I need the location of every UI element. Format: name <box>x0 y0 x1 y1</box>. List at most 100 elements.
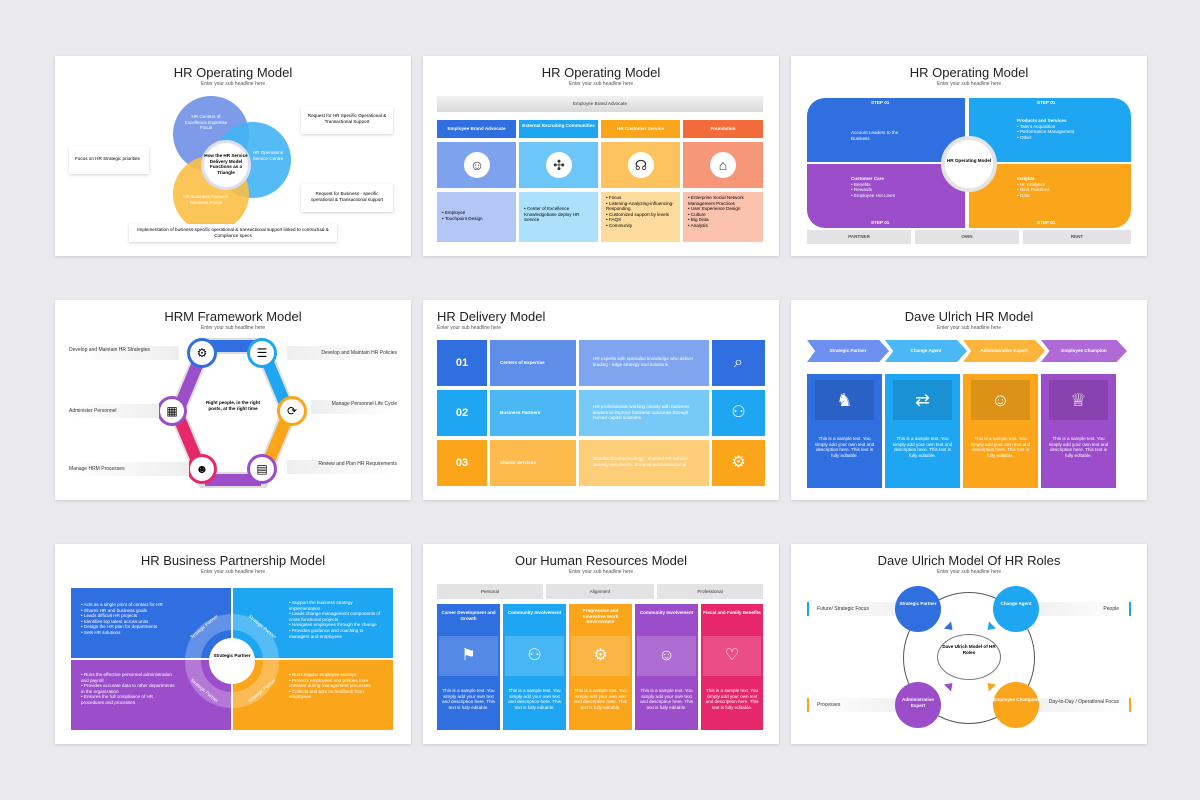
slide-title: Our Human Resources Model <box>515 553 687 568</box>
slide-subtitle: Enter your sub headline here <box>568 81 634 87</box>
col3-header: HR Customer Service <box>601 120 680 138</box>
row-3: 03 Shared Services Standardized/technolo… <box>437 440 765 486</box>
row-3-label: Shared Services <box>490 440 576 486</box>
step-label-bl: STEP 01 <box>871 220 890 225</box>
node-policy-icon: ☰ <box>247 338 277 368</box>
q1-list: Acts as a single point of contact for HR… <box>81 602 177 636</box>
col-4-header: Community Involvement <box>639 610 694 615</box>
footer-own: OWN <box>915 230 1019 244</box>
q1-text: Account Leaders to the Business <box>851 130 899 141</box>
slide-hr-business-partnership-model[interactable]: HR Business Partnership Model Enter your… <box>55 544 411 744</box>
community-icon: ⚇ <box>505 636 564 676</box>
row-2-people-icon: ⚇ <box>712 390 765 436</box>
slide-our-human-resources-model[interactable]: Our Human Resources Model Enter your sub… <box>423 544 779 744</box>
col-3-body: This is a sample text. You simply add yo… <box>574 688 627 710</box>
row-1-number: 01 <box>437 340 487 386</box>
col4-icon-box: ⌂ <box>683 142 763 188</box>
group-alignment: Alignment <box>546 584 654 599</box>
slide-subtitle: Enter your sub headline here <box>200 569 266 575</box>
list-item: Culture <box>688 212 758 218</box>
list-item: Collects and acts on feedback from emplo… <box>289 689 385 700</box>
node-personnel-icon: ▦ <box>157 396 187 426</box>
slide-dave-ulrich-model-of-hr-roles[interactable]: Dave Ulrich Model Of HR Roles Enter your… <box>791 544 1147 744</box>
row-3-desc: Standardized/technology - enabled HR ser… <box>579 440 709 486</box>
slide-title: HR Business Partnership Model <box>140 553 326 568</box>
col3-list-box: Focus Listening-Analyzing-influencing-Re… <box>601 192 680 242</box>
row-2: 02 Business Partners HR professionals wo… <box>437 390 765 436</box>
growth-icon: ⚑ <box>439 636 498 676</box>
header-change-agent: Change Agent <box>885 340 967 362</box>
slide-hr-operating-model-2[interactable]: HR Operating Model Enter your sub headli… <box>423 56 779 256</box>
list-item: Leads difficult HR projects <box>81 613 177 619</box>
node-administrative-expert[interactable]: Administrative Expert <box>895 682 941 728</box>
col-2-body: This is a sample text. You simply add yo… <box>508 688 561 710</box>
right-label-3: Review and Plan HR Requirements <box>287 460 397 474</box>
col3-list: Focus Listening-Analyzing-influencing-Re… <box>606 195 675 229</box>
row-2-desc: HR professionals working closely with bu… <box>579 390 709 436</box>
person-icon: ☺ <box>464 152 490 178</box>
node-change-agent[interactable]: Change Agent <box>993 586 1039 632</box>
col-2-header: Community Involvement <box>507 610 562 615</box>
col-4-body: This is a sample text. You simply add yo… <box>1048 436 1109 458</box>
person-gear-icon: ☺ <box>971 380 1030 420</box>
col2-list: Center of Excellence Knowledgebase deplo… <box>524 206 593 223</box>
list-item: Center of Excellence Knowledgebase deplo… <box>524 206 593 223</box>
header-employee-champion: Employee Champion <box>1041 340 1127 362</box>
node-employee-champion[interactable]: Employee Champion <box>993 682 1039 728</box>
slide-title: HR Operating Model <box>173 65 293 80</box>
top-bar: Employee Brand Advocate <box>437 96 763 112</box>
center-circle: Strategic Partner <box>209 638 255 684</box>
building-icon: ⌂ <box>710 152 736 178</box>
col-2-body: This is a sample text. You simply add yo… <box>892 436 953 458</box>
exchange-icon: ⇄ <box>893 380 952 420</box>
trophy-icon: ♕ <box>1049 380 1108 420</box>
center-circle: How the HR Service Delivery Model Functi… <box>201 140 251 190</box>
slide-subtitle: Enter your sub headline here <box>200 81 266 87</box>
left-label-3: Manage HRM Processes <box>69 462 189 476</box>
list-item: Data <box>1017 193 1097 199</box>
box-top-right: Request for HR Specific Operational & Tr… <box>301 106 393 134</box>
innovation-icon: ⚙ <box>571 636 630 676</box>
slide-hr-operating-model-1[interactable]: HR Operating Model Enter your sub headli… <box>55 56 411 256</box>
header-strategic-partner: Strategic Partner <box>807 340 889 362</box>
row-1: 01 Centers of Expertise HR experts with … <box>437 340 765 386</box>
list-item: Provides guidance and coaching to manage… <box>289 628 385 639</box>
list-item: Ensures the full compliance of HR proced… <box>81 694 177 705</box>
network-icon: ✣ <box>546 152 572 178</box>
group-personal: Personal <box>437 584 543 599</box>
list-item: User Experience Design <box>688 206 758 212</box>
axis-processes: Processes <box>807 698 917 712</box>
slide-hr-delivery-model[interactable]: HR Delivery Model Enter your sub headlin… <box>423 300 779 500</box>
header-administrative-expert: Administrative Expert <box>963 340 1045 362</box>
community-2-icon: ☺ <box>637 636 696 676</box>
col4-list: Enterprise Social Network Management Pra… <box>688 195 758 229</box>
headset-icon: ☊ <box>628 152 654 178</box>
col-1-body: This is a sample text. You simply add yo… <box>442 688 495 710</box>
row-2-number: 02 <box>437 390 487 436</box>
circle-bottom-label: HR Business Partners Business Focus <box>183 194 229 205</box>
col-5 <box>701 604 763 730</box>
list-item: Benefits <box>851 182 931 188</box>
col-change-agent <box>885 374 960 488</box>
col-1 <box>437 604 500 730</box>
axis-future: Future/ Strategic Focus <box>807 602 917 616</box>
row-3-gear-icon: ⚙ <box>712 440 765 486</box>
q3-list: Runs the effective personnel administrat… <box>81 672 177 706</box>
col2-header: External Recruiting Communities <box>519 120 598 138</box>
axis-people: People <box>1021 602 1131 616</box>
slide-hrm-framework-model[interactable]: HRM Framework Model Enter your sub headl… <box>55 300 411 500</box>
step-label-tr: STEP 01 <box>1037 100 1056 105</box>
group-professional: Professional <box>657 584 763 599</box>
slide-hr-operating-model-3[interactable]: HR Operating Model Enter your sub headli… <box>791 56 1147 256</box>
list-item: Runs the effective personnel administrat… <box>81 672 177 683</box>
node-strategic-partner[interactable]: Strategic Partner <box>895 586 941 632</box>
q4-list: Hr. AnalyticsNext PracticesData <box>1017 182 1097 199</box>
list-item: Hr. Analytics <box>1017 182 1097 188</box>
slide-dave-ulrich-hr-model[interactable]: Dave Ulrich HR Model Enter your sub head… <box>791 300 1147 500</box>
box-left: Focus on HR Strategic priorities <box>69 146 149 174</box>
left-label-1: Develop and Maintain HR Strategies <box>69 346 179 360</box>
list-item: Identifies top talent across units <box>81 619 177 625</box>
col-3-header: Progressive and Innovative Work Environm… <box>582 608 619 625</box>
list-item: Navigates employees through the change <box>289 622 385 628</box>
col4-header: Foundation <box>683 120 763 138</box>
